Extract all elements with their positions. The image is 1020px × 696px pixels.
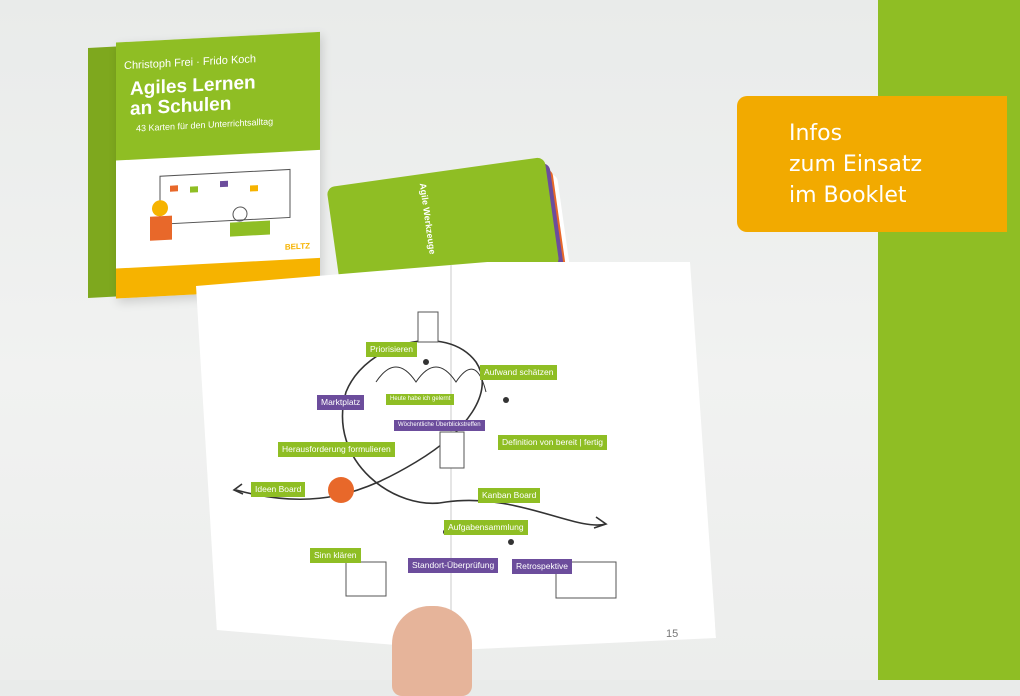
info-line-3: im Booklet <box>789 183 907 208</box>
booklet: Priorisieren Aufwand schätzen Marktplatz… <box>196 262 716 650</box>
info-line-2: zum Einsatz <box>789 152 922 177</box>
box-subtitle: 43 Karten für den Unterrichtsalltag <box>136 116 274 134</box>
label-sinn: Sinn klären <box>310 548 361 563</box>
label-woechentlich: Wöchentliche Überblickstreffen <box>394 420 485 431</box>
label-ideen: Ideen Board <box>251 482 306 497</box>
label-herausforderung: Herausforderung formulieren <box>278 442 395 457</box>
label-kanban: Kanban Board <box>478 488 541 503</box>
label-aufgaben: Aufgabensammlung <box>444 520 528 535</box>
page-number-left: 14 <box>204 614 217 626</box>
info-line-1: Infos <box>789 121 843 146</box>
box-front: Christoph Frei · Frido Koch Agiles Lerne… <box>116 31 320 299</box>
box-green-top: Christoph Frei · Frido Koch Agiles Lerne… <box>116 31 320 161</box>
box-authors: Christoph Frei · Frido Koch <box>124 53 257 73</box>
box-side <box>88 46 116 299</box>
box-title: Agiles Lernen an Schulen <box>130 72 256 120</box>
page-number-right: 15 <box>666 628 679 640</box>
hand <box>392 606 472 696</box>
label-marktplatz: Marktplatz <box>317 395 365 410</box>
info-callout: Infos zum Einsatz im Booklet <box>737 96 1007 232</box>
label-standort: Standort-Überprüfung <box>408 558 499 573</box>
label-priorisieren: Priorisieren <box>366 342 417 357</box>
card-title: Agile Werkzeuge <box>417 182 438 255</box>
box-title-line-2: an Schulen <box>130 93 232 120</box>
box-publisher: BELTZ <box>284 241 310 252</box>
product-box: Christoph Frei · Frido Koch Agiles Lerne… <box>88 31 320 299</box>
label-aufwand: Aufwand schätzen <box>480 365 558 380</box>
label-definition: Definition von bereit | fertig <box>498 435 607 450</box>
label-heute: Heute habe ich gelernt <box>386 394 455 405</box>
box-illustration <box>150 168 291 241</box>
label-retro: Retrospektive <box>512 559 572 574</box>
booklet-diagram <box>232 262 617 650</box>
